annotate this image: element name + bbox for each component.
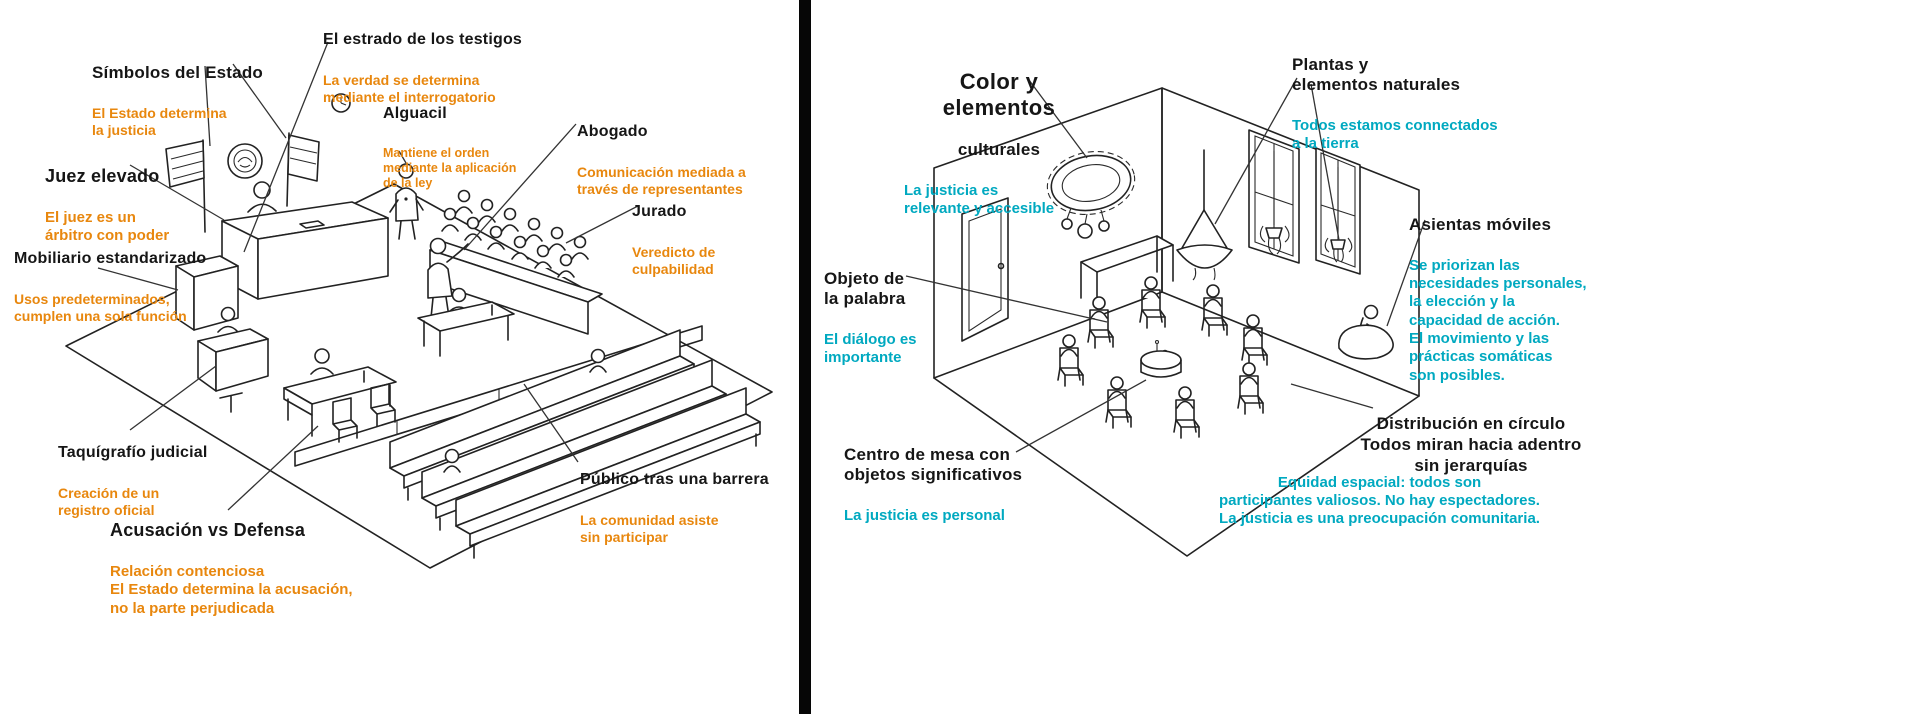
annotation-label: Asientas móviles bbox=[1409, 214, 1552, 234]
courtroom-panel: Símbolos del Estado El Estado determina … bbox=[0, 0, 799, 714]
annotation-label: Público tras una barrera bbox=[580, 470, 769, 488]
state-symbols bbox=[165, 93, 351, 233]
annotation-label: Jurado bbox=[632, 202, 687, 220]
judge-bench bbox=[221, 181, 389, 300]
bailiff-figure bbox=[389, 163, 424, 240]
annotation-label: Plantas y elementos naturales bbox=[1292, 54, 1461, 94]
annotation-label: El estrado de los testigos bbox=[323, 30, 523, 48]
annotation-distribucion-note: Equidad espacial: todos son participante… bbox=[1207, 452, 1552, 548]
annotation-distribucion-label: Distribución en círculo Todos miran haci… bbox=[1356, 394, 1586, 496]
annotation-note: La verdad se determina mediante el inter… bbox=[323, 71, 496, 105]
annotation-note: Creación de un registro oficial bbox=[58, 484, 160, 518]
annotation-note: Veredicto de culpabilidad bbox=[632, 243, 716, 277]
annotation-label: Taquígrafío judicial bbox=[58, 443, 208, 461]
annotation-mobiliario: Mobiliario estandarizado Usos predetermi… bbox=[14, 231, 206, 344]
annotation-jurado: Jurado Veredicto de culpabilidad bbox=[632, 184, 799, 297]
annotation-juez-elevado: Juez elevado El juez es un árbitro con p… bbox=[45, 147, 169, 264]
annotation-label: Color y elementos bbox=[942, 68, 1056, 120]
leader-lines bbox=[905, 77, 1426, 453]
annotation-note: Usos predeterminados, cumplen una sola f… bbox=[14, 290, 187, 324]
annotation-note: La comunidad asiste sin participar bbox=[580, 511, 719, 545]
window-1 bbox=[1248, 129, 1300, 264]
annotation-asientas-moviles: Asientas móviles Se priorizan las necesi… bbox=[1409, 196, 1594, 404]
annotation-label: Juez elevado bbox=[45, 165, 160, 186]
window-2 bbox=[1315, 147, 1361, 275]
annotation-label: Centro de mesa con objetos significativo… bbox=[844, 444, 1023, 484]
lawyer-figure bbox=[427, 237, 469, 319]
annotation-note: Mantiene el orden mediante la aplicación… bbox=[383, 145, 517, 191]
circle-room-sketch bbox=[905, 77, 1426, 557]
annotation-note: Todos estamos connectados a la tierra bbox=[1292, 116, 1498, 153]
annotation-note: La justicia es personal bbox=[844, 506, 1005, 524]
door bbox=[961, 197, 1009, 342]
annotation-note: Comunicación mediada a través de represe… bbox=[577, 163, 746, 197]
chair-circle bbox=[1057, 276, 1268, 439]
annotation-centro-mesa: Centro de mesa con objetos significativo… bbox=[844, 426, 1022, 544]
annotation-note: El Estado determina la justicia bbox=[92, 104, 227, 138]
annotation-label: Alguacil bbox=[383, 104, 447, 122]
annotation-acusacion-defensa: Acusación vs Defensa Relación contencios… bbox=[110, 501, 353, 637]
court-reporter bbox=[197, 306, 269, 413]
annotation-alguacil: Alguacil Mantiene el orden mediante la a… bbox=[383, 86, 516, 210]
annotation-note: Se priorizan las necesidades personales,… bbox=[1409, 256, 1587, 384]
circle-room-panel: Color y elementos culturales La justicia… bbox=[811, 0, 1918, 714]
annotation-label: Mobiliario estandarizado bbox=[14, 249, 207, 267]
annotation-note: Relación contenciosa El Estado determina… bbox=[110, 562, 353, 617]
annotation-plantas: Plantas y elementos naturales Todos esta… bbox=[1292, 36, 1498, 172]
annotation-objeto-palabra: Objeto de la palabra El diálogo es impor… bbox=[824, 250, 917, 386]
console-table bbox=[1080, 235, 1174, 309]
annotation-abogado: Abogado Comunicación mediada a través de… bbox=[577, 104, 746, 217]
annotation-color-elementos: Color y elementos culturales La justicia… bbox=[904, 50, 1094, 237]
annotation-label: Acusación vs Defensa bbox=[110, 519, 306, 540]
annotation-note: La justicia es relevante y accesible bbox=[904, 181, 1055, 217]
panel-divider bbox=[799, 0, 811, 714]
wall-ornaments bbox=[1061, 207, 1110, 239]
annotation-label: Objeto de la palabra bbox=[824, 268, 906, 308]
annotation-label: Distribución en círculo Todos miran haci… bbox=[1360, 413, 1582, 476]
annotation-note: Equidad espacial: todos son participante… bbox=[1219, 473, 1540, 528]
annotation-note: El diálogo es importante bbox=[824, 330, 917, 367]
annotation-label: Símbolos del Estado bbox=[92, 62, 263, 82]
annotation-simbolos-del-estado: Símbolos del Estado El Estado determina … bbox=[92, 44, 263, 158]
annotation-estrado-testigos: El estrado de los testigos La verdad se … bbox=[323, 12, 522, 125]
counsel-table bbox=[283, 348, 397, 443]
annotation-sublabel: culturales bbox=[957, 139, 1041, 159]
annotation-publico-barrera: Público tras una barrera La comunidad as… bbox=[580, 452, 769, 565]
leader-lines bbox=[97, 41, 639, 511]
courtroom-sketch bbox=[65, 41, 773, 569]
center-table bbox=[417, 287, 515, 357]
annotation-label: Abogado bbox=[577, 122, 648, 140]
bean-bag-seat bbox=[1338, 304, 1394, 360]
hanging-planter bbox=[1176, 149, 1233, 281]
gallery-benches bbox=[389, 329, 761, 559]
annotation-taquigrafo: Taquígrafío judicial Creación de un regi… bbox=[58, 425, 208, 538]
circle-center-table bbox=[1140, 339, 1182, 378]
annotation-note: El juez es un árbitro con poder bbox=[45, 208, 170, 245]
